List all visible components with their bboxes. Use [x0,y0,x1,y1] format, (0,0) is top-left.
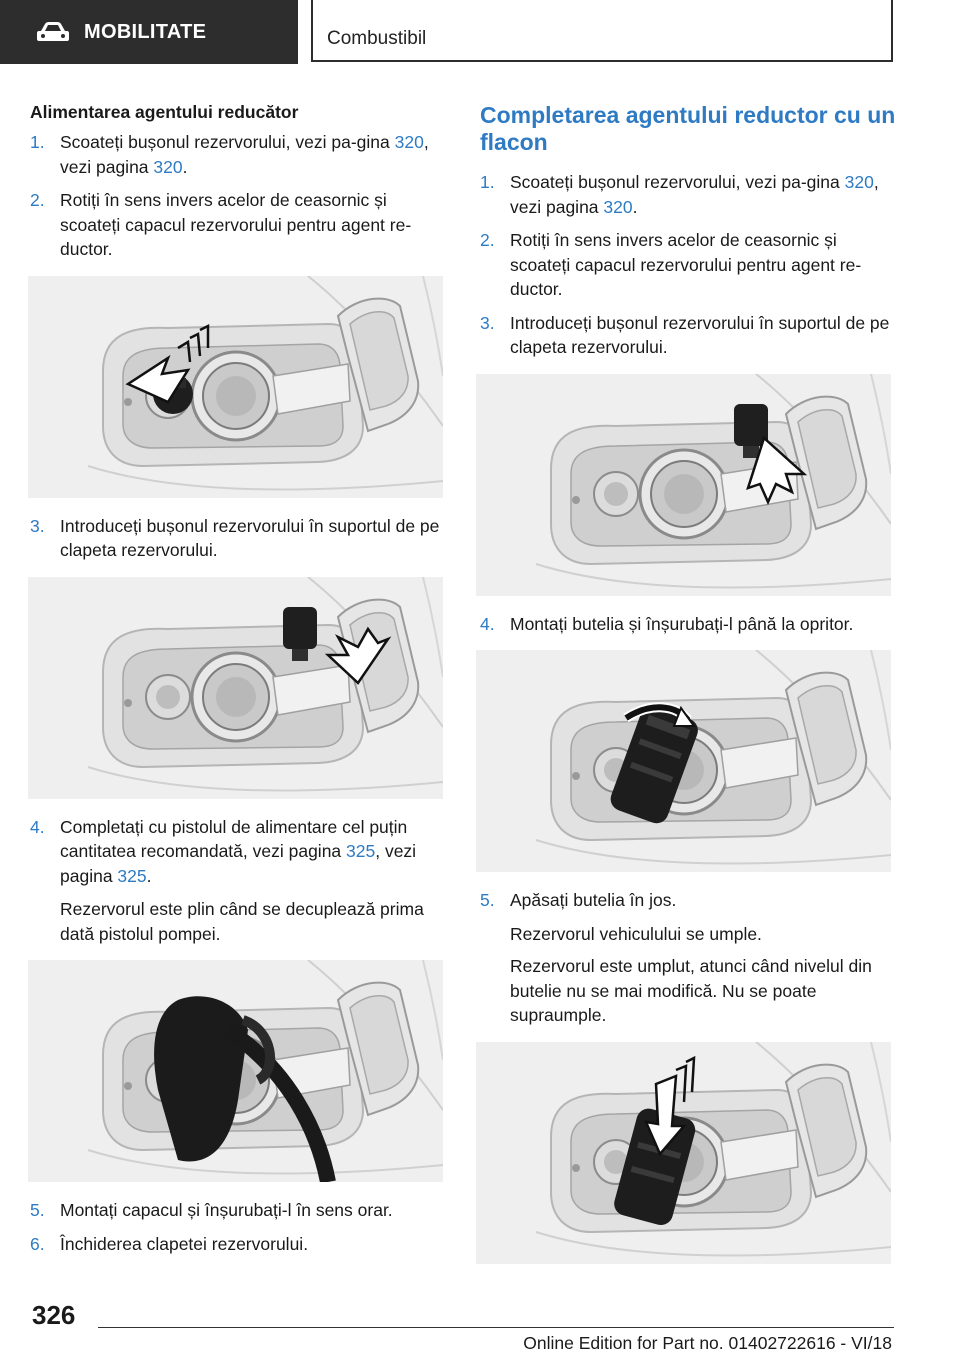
step-number: 3. [30,515,45,536]
right-step-5-note-1: Rezervorul vehiculului se umple. [510,923,762,944]
right-step-3: 3. Introduceți bușonul rezervorului în s… [480,311,900,360]
page-link[interactable]: 325 [346,841,376,861]
step-text-part: . [146,865,152,886]
page-link[interactable]: 320 [153,156,183,177]
header-chapter: Combustibil [311,0,893,62]
left-heading: Alimentarea agentului reducător [30,102,299,122]
step-text-part: Completați cu pistolul de alimentare cel… [60,816,408,862]
step-text: Închiderea clapetei rezervorului. [60,1233,309,1254]
page-link[interactable]: 320 [844,172,874,192]
left-step-2: 2. Rotiți în sens invers acelor de ceaso… [30,188,450,262]
illustration-fuel-nozzle [28,960,443,1182]
header-section-tab[interactable]: MOBILITATE [0,0,298,64]
right-step-1: 1. Scoateți bușonul rezervorului, vezi p… [480,170,900,219]
left-column: Alimentarea agentului reducător 1. Scoat… [28,100,450,1265]
step-number: 5. [480,890,495,910]
right-column: Completarea agentului reductor cu un fla… [476,100,900,1264]
step-number: 5. [30,1200,45,1220]
page-link[interactable]: 320 [603,196,633,217]
step-text: Apăsați butelia în jos. [510,890,677,910]
step-text-part: , vezi pagina [510,172,879,217]
step-text: Montați butelia și înșurubați-l până la … [510,613,854,634]
right-step-2: 2. Rotiți în sens invers acelor de ceaso… [480,228,900,302]
illustration-remove-cap [28,275,443,498]
page-number: 326 [32,1300,76,1330]
illustration-insert-cap [28,576,443,799]
left-step-6: 6. Închiderea clapetei rezervorului. [30,1232,450,1257]
illustration-insert-cap-right [476,373,891,596]
right-step-4: 4. Montați butelia și înșurubați-l până … [480,612,900,637]
left-step-3: 3. Introduceți bușonul rezervorului în s… [30,514,450,563]
car-icon [37,22,69,41]
step-text-part: , vezi pagina [60,841,417,886]
step-number: 3. [480,312,495,333]
step-number: 6. [30,1233,45,1254]
page-link[interactable]: 320 [394,132,424,152]
step-text: Completați cu pistolul de alimentare cel… [60,815,450,889]
step-text: Introduceți bușonul rezervorului în supo… [60,515,440,561]
right-step-5-note-2: Rezervorul este umplut, atunci când nive… [510,956,872,1025]
step-text-part: Scoateți bușonul rezervorului, vezi pa‐g… [510,172,845,192]
step-text: Scoateți bușonul rezervorului, vezi pa‐g… [510,170,900,219]
edition-note: Online Edition for Part no. 01402722616 … [523,1333,892,1353]
step-number: 4. [30,816,45,837]
step-number: 1. [30,132,45,152]
step-number: 2. [480,230,495,250]
illustration-mount-bottle [476,650,891,872]
illustration-press-bottle [476,1041,891,1264]
left-step-4-note: Rezervorul este plin când se decuplează … [60,899,424,944]
step-number: 1. [480,172,495,192]
step-number: 2. [30,190,45,210]
step-text: Montați capacul și înșurubați-l în sens … [60,1200,393,1220]
step-text: Rotiți în sens invers acelor de ceasorni… [510,230,862,299]
right-heading: Completarea agentului reductor cu un fla… [480,102,896,155]
header-chapter-title: Combustibil [327,28,427,49]
header-section-title: MOBILITATE [84,20,207,43]
step-text-part: Scoateți bușonul rezervorului, vezi pa‐g… [60,132,395,152]
step-text-part: . [632,196,638,217]
page-link[interactable]: 325 [117,865,147,886]
left-step-1: 1. Scoateți bușonul rezervorului, vezi p… [30,130,450,179]
footer-rule [98,1327,894,1328]
step-text-part: . [182,156,188,177]
left-step-4: 4. Completați cu pistolul de alimentare … [30,815,450,889]
right-step-5: 5. Apăsați butelia în jos. [480,888,900,913]
step-text: Introduceți bușonul rezervorului în supo… [510,312,890,358]
step-text: Scoateți bușonul rezervorului, vezi pa‐g… [60,130,450,179]
step-number: 4. [480,613,495,634]
step-text-part: , vezi pagina [60,132,429,177]
left-step-5: 5. Montați capacul și înșurubați-l în se… [30,1198,450,1223]
step-text: Rotiți în sens invers acelor de ceasorni… [60,190,412,259]
